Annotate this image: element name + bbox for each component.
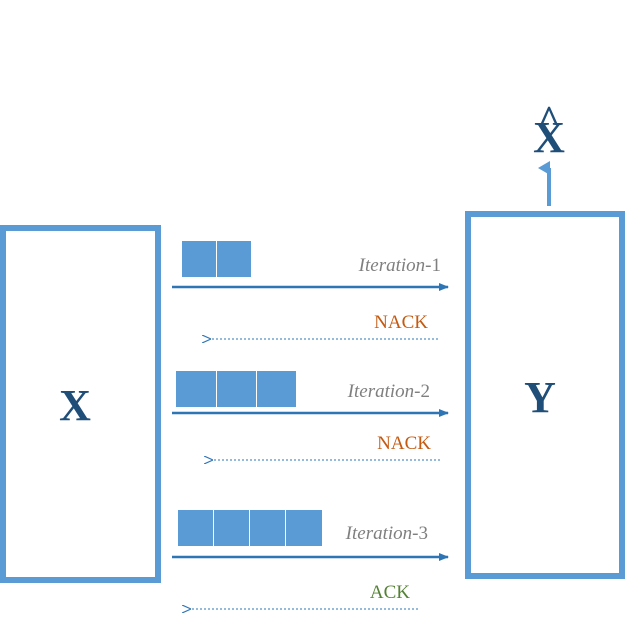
packet-block — [286, 510, 322, 546]
packet-blocks-2 — [176, 371, 296, 407]
sender-label: X — [59, 381, 91, 430]
packet-block — [178, 510, 213, 546]
iteration-label-2: Iteration-2 — [347, 381, 430, 402]
estimate-hat: ^ — [538, 99, 560, 141]
packet-block — [217, 241, 251, 277]
feedback-label-3: ACK — [370, 582, 410, 603]
packet-blocks-1 — [182, 241, 251, 277]
iteration-label-1: Iteration-1 — [358, 255, 441, 276]
iteration-label-3: Iteration-3 — [345, 523, 428, 544]
estimate-label: X — [533, 113, 565, 162]
packet-block — [257, 371, 296, 407]
packet-block — [250, 510, 285, 546]
iteration-3: Iteration-3 ACK — [172, 510, 449, 609]
packet-block — [217, 371, 256, 407]
packet-blocks-3 — [178, 510, 322, 546]
iteration-2: Iteration-2 NACK — [172, 371, 449, 460]
receiver-label: Y — [524, 373, 556, 422]
packet-block — [176, 371, 216, 407]
sender-box — [0, 225, 161, 583]
packet-block — [182, 241, 216, 277]
iteration-1: Iteration-1 NACK — [172, 241, 449, 339]
receiver-box — [465, 211, 625, 579]
feedback-label-1: NACK — [374, 312, 428, 333]
packet-block — [214, 510, 249, 546]
feedback-label-2: NACK — [377, 433, 431, 454]
